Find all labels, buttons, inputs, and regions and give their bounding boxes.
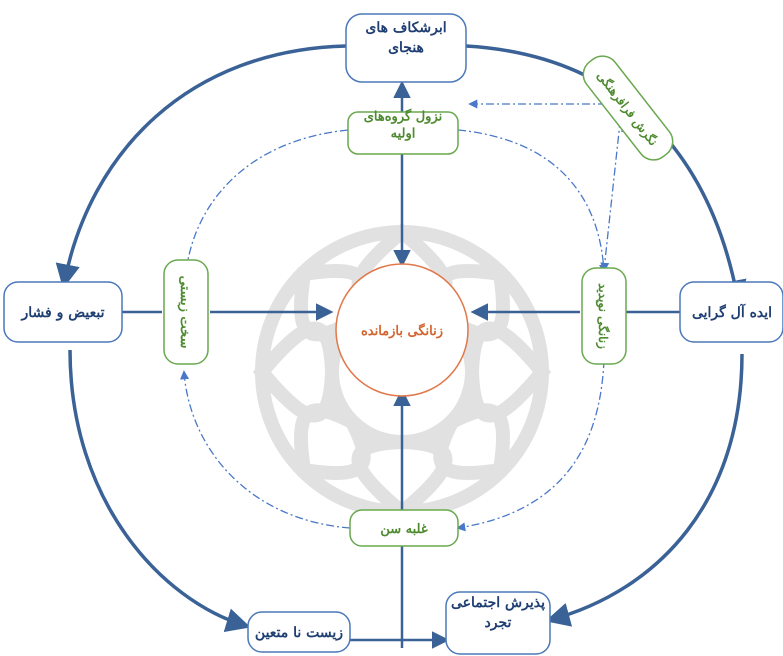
dash-new-to-age — [456, 359, 605, 532]
dash-primary-to-new — [457, 129, 609, 274]
node-breaking-norms: ابرشکاف های هنجای — [345, 13, 467, 83]
svg-text:تبعیض و فشار: تبعیض و فشار — [21, 305, 105, 321]
node-transcultural-view: نگرش فرافرهنگی — [582, 55, 674, 161]
node-label-line: غلبه سن — [380, 522, 428, 537]
svg-text:سخت زیستی: سخت زیستی — [177, 276, 192, 349]
node-label-line: ایده آل گرایی — [692, 303, 772, 321]
svg-text:زنانگی بازمانده: زنانگی بازمانده — [361, 322, 443, 339]
svg-text:زنانگی نوپدید: زنانگی نوپدید — [595, 283, 611, 349]
node-label-line: تبعیض و فشار — [21, 305, 105, 321]
svg-text:ایده آل گرایی: ایده آل گرایی — [692, 303, 772, 321]
node-discrimination-pressure: تبعیض و فشار — [3, 281, 123, 343]
dash-transcultural-horizontal — [470, 104, 623, 132]
node-label-line: سخت زیستی — [177, 276, 192, 349]
node-label-line: اولیه — [391, 127, 416, 142]
node-primary-groups-decline: نزول گروه‌های اولیه — [347, 108, 459, 155]
node-age-dominance: غلبه سن — [349, 509, 459, 547]
node-label-line: پذیرش اجتماعی — [451, 595, 545, 611]
node-label-line: هنجای — [388, 40, 424, 56]
node-label-line: زنانگی نوپدید — [595, 283, 611, 349]
node-new-femininity: زنانگی نوپدید — [581, 267, 627, 365]
node-hard-living: سخت زیستی — [163, 259, 209, 365]
svg-text:زیست نا متعین: زیست نا متعین — [255, 625, 343, 641]
node-idealism: ایده آل گرایی — [679, 281, 783, 343]
svg-text:غلبه سن: غلبه سن — [380, 522, 428, 537]
node-label-line: زیست نا متعین — [255, 625, 343, 641]
node-label-line: ابرشکاف های — [365, 20, 446, 36]
node-social-acceptance-single: پذیرش اجتماعی تجرد — [445, 591, 551, 655]
node-residual-life: زنانگی بازمانده — [335, 263, 469, 397]
arrow-idealism-to-acceptance — [545, 353, 744, 627]
dash-primary-to-hard — [182, 129, 349, 274]
node-uncertain-life: زیست نا متعین — [247, 611, 351, 653]
arrow-discrimination-to-uncertain — [68, 349, 251, 633]
node-label-line: نزول گروه‌های — [364, 108, 442, 125]
arrow-norms-to-discrimination — [55, 44, 347, 289]
node-label-line: زنانگی بازمانده — [361, 322, 443, 339]
inner-axis-arrows — [122, 80, 680, 649]
dashed-links — [180, 103, 623, 532]
dash-age-to-hard — [180, 370, 351, 529]
dash-transcultural-vertical — [600, 103, 623, 272]
node-label-line: تجرد — [485, 615, 512, 631]
